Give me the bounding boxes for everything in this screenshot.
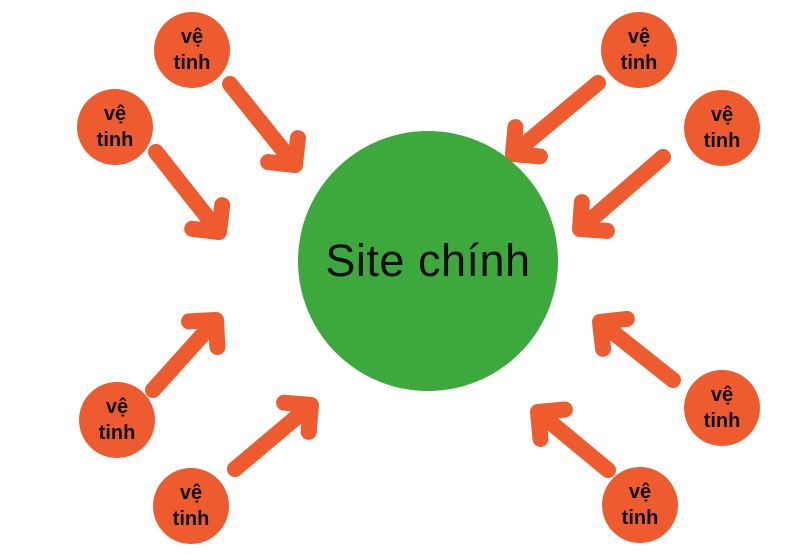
- satellite-label-line: vệ: [180, 26, 204, 48]
- arrow-shaft: [145, 316, 220, 398]
- satellite-label-line: vệ: [103, 103, 127, 125]
- arrow-head: [572, 194, 615, 239]
- arrow-head: [260, 130, 306, 173]
- satellite-node: vệ tinh: [601, 12, 677, 88]
- arrow: [530, 401, 616, 478]
- arrow-shaft: [596, 317, 681, 388]
- satellite-node: vệ tinh: [79, 382, 155, 458]
- arrow-head: [592, 310, 635, 357]
- satellite-label-line: vệ: [628, 481, 652, 503]
- satellite-label-line: tinh: [172, 508, 210, 530]
- arrow-head: [276, 394, 319, 440]
- satellite-node: vệ tinh: [153, 468, 229, 544]
- arrow-shaft: [576, 149, 671, 234]
- satellite-label-line: vệ: [710, 104, 734, 126]
- arrow: [505, 75, 606, 165]
- arrow: [572, 149, 671, 239]
- satellite-node: vệ tinh: [684, 90, 760, 166]
- satellite-label-line: vệ: [105, 396, 129, 418]
- satellite-label-line: tinh: [703, 130, 741, 152]
- arrow-shaft: [227, 400, 315, 477]
- satellite-label-line: tinh: [703, 410, 741, 432]
- arrow-shaft: [509, 75, 606, 159]
- satellite-label-line: tinh: [620, 52, 658, 74]
- satellite-label-line: tinh: [98, 422, 136, 444]
- arrow-shaft: [222, 76, 300, 169]
- satellite-node: vệ tinh: [154, 12, 230, 88]
- arrow: [227, 394, 319, 477]
- satellite-label-line: tinh: [173, 52, 211, 74]
- main-site-label: Site chính: [325, 235, 531, 286]
- satellite-label-line: tinh: [621, 507, 659, 529]
- arrow: [592, 310, 681, 388]
- arrow-head: [505, 119, 548, 165]
- satellite-node: vệ tinh: [602, 467, 678, 543]
- satellite-label-line: vệ: [627, 26, 651, 48]
- arrow-head: [184, 197, 231, 240]
- satellite-label-line: vệ: [710, 384, 734, 406]
- arrow-head: [181, 312, 226, 355]
- arrow: [145, 312, 226, 398]
- arrow: [222, 76, 306, 173]
- arrow-shaft: [148, 144, 224, 236]
- arrow: [148, 144, 231, 240]
- satellite-node: vệ tinh: [77, 89, 153, 165]
- arrow-shaft: [534, 407, 616, 478]
- main-site-node: Site chính: [298, 131, 558, 391]
- satellite-label-line: vệ: [179, 482, 203, 504]
- satellite-node: vệ tinh: [684, 370, 760, 446]
- satellite-label-line: tinh: [96, 129, 134, 151]
- arrow-head: [530, 401, 573, 447]
